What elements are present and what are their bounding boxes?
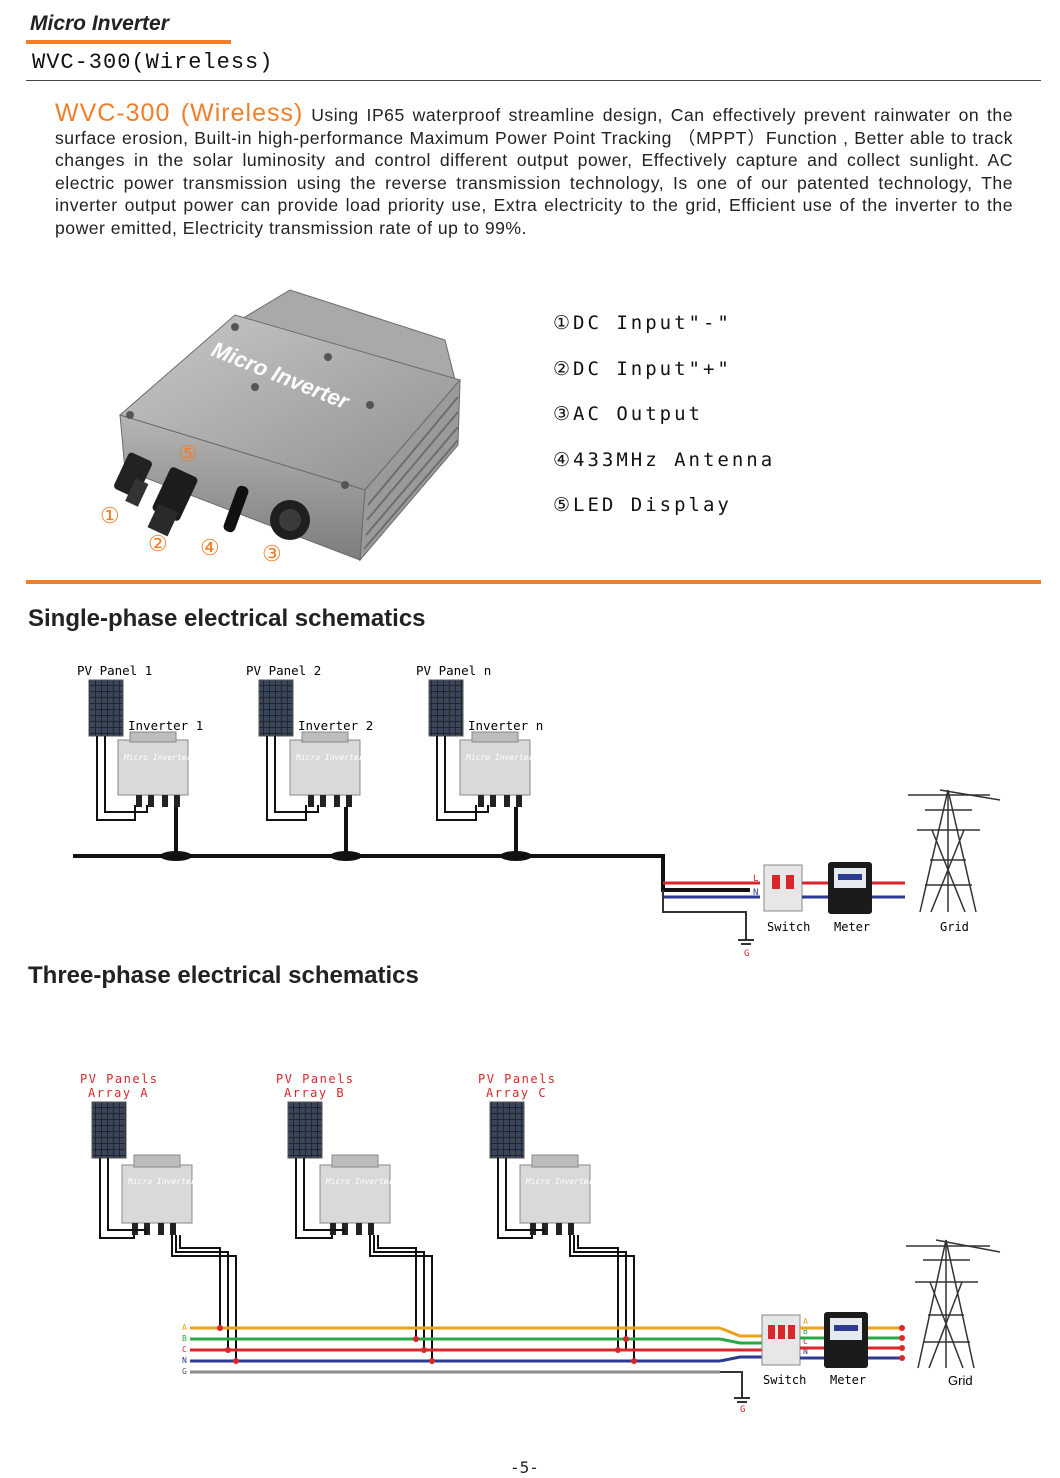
feature-item: ③AC Output (553, 403, 703, 425)
page-number: -5- (510, 1458, 539, 1477)
callout-5: ⑤ (178, 442, 198, 467)
feature-item: ⑤LED Display (553, 494, 732, 516)
electric-meter (828, 862, 872, 914)
dc-connector-positive (147, 467, 198, 537)
grid-tower-icon (906, 1239, 1001, 1369)
array-label-b-line2: Array B (284, 1086, 345, 1100)
pv-panel (91, 1101, 127, 1159)
pv-panel (258, 679, 294, 737)
switch-label: Switch (767, 920, 810, 934)
circuit-breaker-switch (761, 1314, 801, 1366)
inverter-label-1: Inverter 1 (128, 718, 203, 733)
pv-panel (428, 679, 464, 737)
array-label-b-line1: PV Panels (276, 1072, 355, 1086)
inverter-label-n: Inverter n (468, 718, 543, 733)
intro-body: Using IP65 waterproof streamline design,… (55, 105, 1013, 238)
switch-out-label-c: C (803, 1337, 808, 1346)
inverter-unit-label: Micro Inverter (465, 753, 534, 762)
bus-label-b: B (182, 1334, 187, 1343)
intro-lead: WVC-300 (Wireless) (55, 99, 304, 127)
product-illustration: Micro Inverter ① ② ③ ④ ⑤ (100, 289, 461, 567)
inverter-unit-label: Micro Inverter (127, 1177, 196, 1186)
line-label-n: N (753, 888, 758, 898)
callout-4: ④ (200, 536, 220, 561)
pv-panel (287, 1101, 323, 1159)
meter-label: Meter (834, 920, 870, 934)
header-category: Micro Inverter (30, 12, 169, 35)
line-label-l: L (753, 874, 758, 884)
ground-label: G (740, 1405, 745, 1415)
micro-inverter-unit (117, 731, 189, 808)
callout-2: ② (148, 532, 168, 557)
circuit-breaker-switch (763, 864, 803, 912)
grid-tower-icon (908, 789, 1001, 913)
single-phase-title: Single-phase electrical schematics (28, 605, 426, 632)
bus-label-a: A (182, 1323, 187, 1332)
inverter-unit-label: Micro Inverter (123, 753, 192, 762)
bus-label-n: N (182, 1356, 187, 1365)
callout-3: ③ (262, 542, 282, 567)
array-label-c-line2: Array C (486, 1086, 547, 1100)
pv-panel (489, 1101, 525, 1159)
meter-label: Meter (830, 1373, 866, 1387)
electric-meter (824, 1312, 868, 1368)
inverter-unit-label: Micro Inverter (525, 1177, 594, 1186)
header-rule (26, 80, 1041, 81)
header-accent-bar (26, 40, 231, 44)
feature-item: ①DC Input"-" (553, 312, 732, 334)
single-phase-diagram: PV Panel 1 PV Panel 2 PV Panel n Inverte… (73, 663, 1001, 959)
feature-item: ④433MHz Antenna (553, 448, 776, 471)
callout-1: ① (100, 504, 120, 529)
bus-label-g: G (182, 1367, 187, 1376)
inverter-unit-label: Micro Inverter (295, 753, 364, 762)
antenna (223, 485, 249, 533)
array-label-a-line2: Array A (88, 1086, 149, 1100)
feature-item: ②DC Input"+" (553, 357, 732, 380)
line-label-g: G (744, 949, 749, 959)
switch-label: Switch (763, 1373, 806, 1387)
micro-inverter-unit (459, 731, 531, 808)
micro-inverter-unit (121, 1154, 193, 1236)
pv-panel-label-1: PV Panel 1 (77, 663, 152, 678)
ac-output-connector (270, 500, 310, 540)
three-phase-title: Three-phase electrical schematics (28, 962, 419, 989)
micro-inverter-unit (289, 731, 361, 808)
array-label-c-line1: PV Panels (478, 1072, 557, 1086)
three-phase-diagram: PV Panels Array A PV Panels Array B PV P… (80, 1072, 1001, 1415)
switch-out-label-n: N (803, 1347, 808, 1356)
intro-paragraph: WVC-300 (Wireless) Using IP65 waterproof… (55, 99, 1013, 239)
micro-inverter-unit (319, 1154, 391, 1236)
inverter-label-2: Inverter 2 (298, 718, 373, 733)
array-label-a-line1: PV Panels (80, 1072, 159, 1086)
micro-inverter-unit (519, 1154, 591, 1236)
switch-out-label-b: B (803, 1327, 808, 1336)
feature-list: ①DC Input"-" ②DC Input"+" ③AC Output ④43… (553, 312, 775, 540)
bus-label-c: C (182, 1345, 187, 1354)
header-model: WVC-300(Wireless) (32, 50, 274, 75)
grid-label: Grid (940, 920, 969, 934)
pv-panel (88, 679, 124, 737)
pv-panel-label-2: PV Panel 2 (246, 663, 321, 678)
switch-out-label-a: A (803, 1317, 808, 1326)
inverter-unit-label: Micro Inverter (325, 1177, 394, 1186)
dc-connector-negative (114, 452, 152, 507)
pv-panel-label-n: PV Panel n (416, 663, 491, 678)
grid-label: Grid (948, 1373, 973, 1388)
section-rule (26, 580, 1041, 584)
